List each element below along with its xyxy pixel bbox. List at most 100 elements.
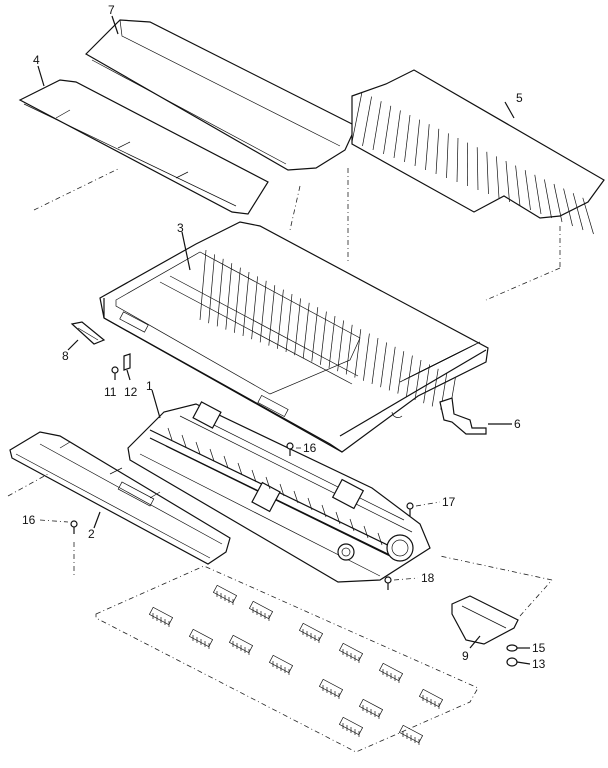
- callout-16-lower: 16: [22, 513, 36, 527]
- callout-3: 3: [177, 221, 184, 235]
- rib-line: [372, 101, 382, 151]
- rib-line: [414, 119, 420, 167]
- rib-line: [383, 105, 392, 155]
- grille-rib: [320, 311, 327, 365]
- callout-12: 12: [124, 385, 138, 399]
- grille-rib: [208, 254, 215, 324]
- rib-line: [582, 197, 594, 235]
- callout-6: 6: [514, 417, 521, 431]
- board-chip: [378, 662, 404, 682]
- callout-15: 15: [532, 641, 546, 655]
- carriage-hatch: [377, 532, 383, 546]
- part-18-screw: [384, 576, 419, 590]
- grille-rib: [363, 333, 370, 381]
- grille-rib: [345, 324, 353, 375]
- grille-rib: [431, 368, 439, 407]
- carriage-hatch: [363, 525, 369, 539]
- grille-rib: [337, 320, 344, 372]
- rib-line: [476, 147, 479, 191]
- board-chip: [228, 634, 254, 654]
- part-13-nut: [506, 657, 531, 667]
- grille-rib: [216, 258, 224, 327]
- grille-rib: [388, 346, 396, 391]
- rib-line: [362, 96, 372, 147]
- callout-9: 9: [462, 649, 469, 663]
- rib-line: [404, 114, 411, 163]
- rib-line: [425, 124, 430, 171]
- grille-rib: [380, 342, 387, 388]
- carriage-hatch: [349, 518, 355, 532]
- callout-7: 7: [108, 3, 115, 17]
- board-chip: [338, 642, 364, 662]
- board-chip: [318, 678, 344, 698]
- board-chip: [188, 628, 214, 648]
- callout-1: 1: [146, 379, 153, 393]
- part-12-clip: [123, 353, 131, 381]
- grille-rib: [277, 289, 284, 349]
- rib-line: [446, 133, 449, 179]
- grille-rib: [423, 364, 430, 404]
- carriage-hatch: [167, 427, 173, 441]
- carriage-hatch: [209, 448, 215, 462]
- rib-line: [563, 188, 573, 227]
- carriage-hatch: [223, 455, 229, 469]
- part-11-screw: [111, 366, 119, 380]
- part-3-upper-housing: [99, 221, 489, 453]
- rib-line: [572, 193, 584, 231]
- carriage-hatch: [307, 497, 313, 511]
- rib-line: [351, 91, 363, 143]
- part-2-frame-rail: [7, 431, 231, 565]
- part-15-washer: [506, 644, 530, 652]
- board-chip: [398, 724, 424, 744]
- rib-line: [544, 179, 552, 219]
- board-chip: [268, 654, 294, 674]
- callout-8: 8: [62, 349, 69, 363]
- grille-rib: [406, 355, 413, 397]
- board-chip: [418, 688, 444, 708]
- part-5-paper-guide: [351, 69, 605, 235]
- board-chip: [212, 584, 238, 604]
- grille-rib: [225, 263, 233, 330]
- grille-rib: [234, 267, 241, 333]
- part-9-side-bracket: [439, 555, 553, 649]
- grille-rib: [397, 351, 405, 394]
- carriage-hatch: [335, 511, 341, 525]
- callout-18: 18: [421, 571, 435, 585]
- callout-5: 5: [516, 91, 523, 105]
- grille-rib: [285, 293, 293, 353]
- grille-rib: [311, 307, 319, 362]
- grille-rib: [268, 285, 276, 346]
- grille-rib: [354, 329, 362, 378]
- carriage-hatch: [237, 462, 243, 476]
- rib-line: [553, 183, 563, 223]
- grille-rib: [328, 315, 336, 369]
- rib-line: [486, 151, 489, 195]
- grille-rib: [259, 280, 267, 343]
- board-chip: [338, 716, 364, 736]
- grille-rib: [414, 359, 422, 401]
- callout-17: 17: [442, 495, 456, 509]
- rib-line: [534, 174, 542, 215]
- grille-rib: [302, 302, 310, 359]
- grille-rib: [199, 249, 207, 321]
- callout-2: 2: [88, 527, 95, 541]
- rib-line: [393, 110, 401, 159]
- part-16-screw-lower: [39, 519, 78, 578]
- callout-11: 11: [104, 385, 117, 399]
- rib-line: [515, 165, 521, 207]
- rib-line: [435, 128, 440, 175]
- rib-line: [496, 156, 500, 199]
- part-6-bracket: [439, 397, 512, 435]
- part-1-carriage-mechanism: [127, 389, 431, 583]
- board-chip: [148, 606, 174, 626]
- carriage-hatch: [195, 441, 201, 455]
- carriage-hatch: [279, 483, 285, 497]
- board-chip: [358, 698, 384, 718]
- grille-rib: [294, 298, 301, 356]
- carriage-hatch: [181, 434, 187, 448]
- rib-line: [524, 170, 531, 211]
- grille-rib: [242, 271, 250, 337]
- rib-line: [456, 137, 459, 183]
- rib-line: [505, 160, 510, 203]
